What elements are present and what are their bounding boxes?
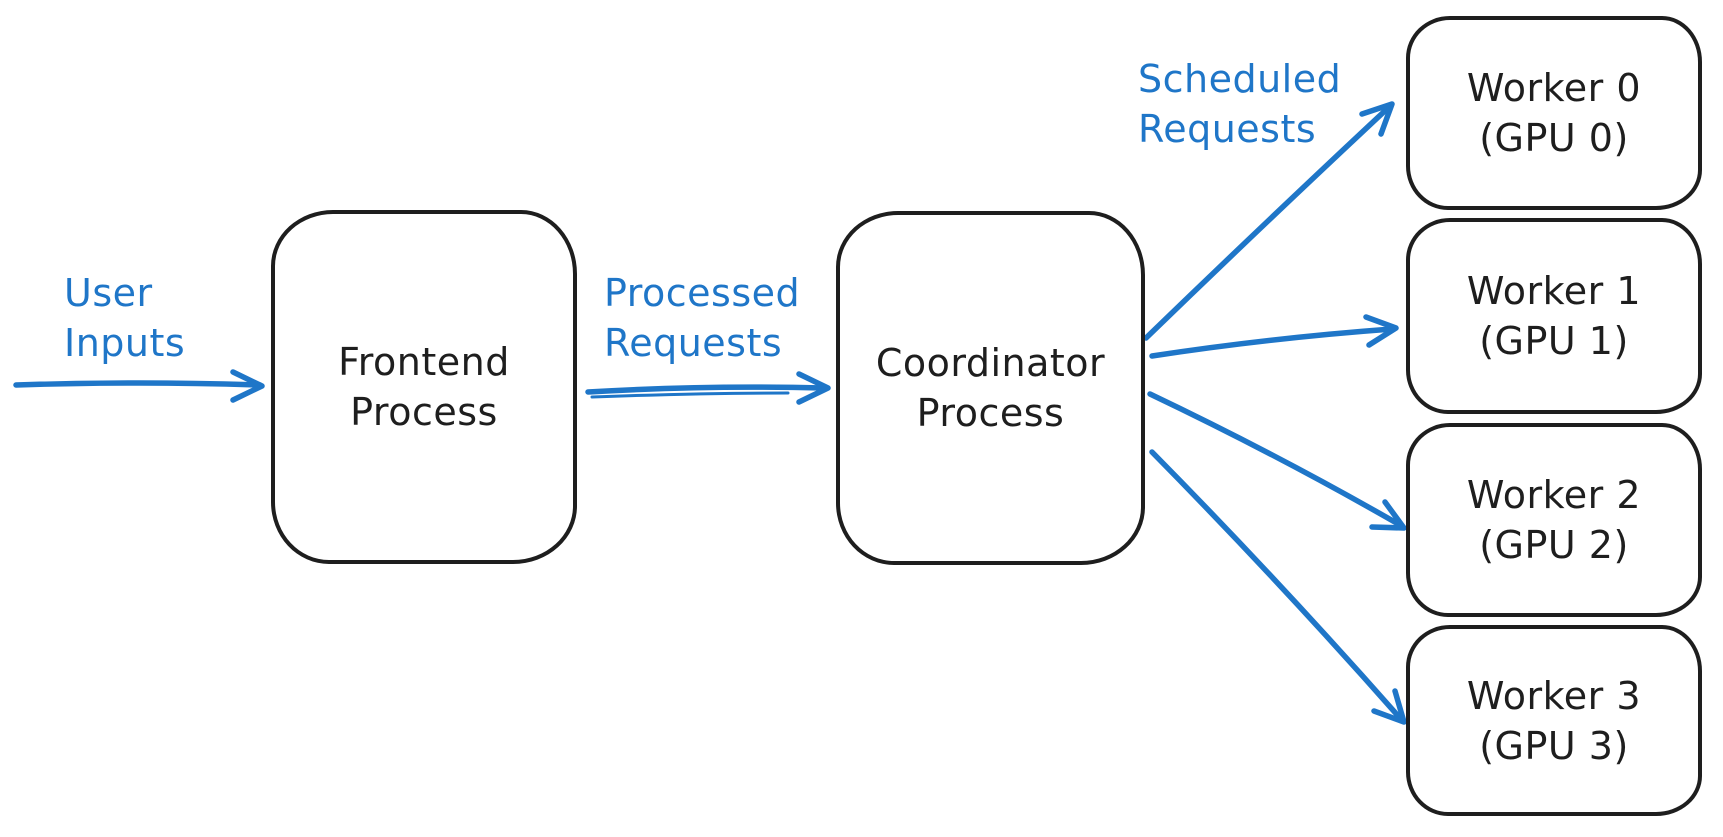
node-frontend-line2: Process [350,390,498,434]
label-processed-requests-line2: Requests [604,321,783,365]
node-worker0-line2: (GPU 0) [1479,116,1629,160]
node-worker-3: Worker 3 (GPU 3) [1406,625,1702,816]
label-user-inputs-line1: User [64,271,153,315]
label-user-inputs-line2: Inputs [64,321,186,365]
node-frontend-line1: Frontend [338,340,510,384]
node-worker-2: Worker 2 (GPU 2) [1406,423,1702,617]
arrow-user-inputs [13,369,265,403]
node-worker2-line1: Worker 2 [1466,473,1642,517]
node-worker3-line2: (GPU 3) [1479,723,1629,768]
node-worker1-line1: Worker 1 [1466,269,1642,313]
node-worker0-line1: Worker 0 [1466,66,1642,110]
node-worker3-line1: Worker 3 [1466,673,1642,718]
node-coordinator-process: Coordinator Process [836,211,1145,565]
arrow-scheduled-worker2 [1147,391,1407,531]
label-processed-requests-line1: Processed [604,271,801,315]
node-worker1-line2: (GPU 1) [1479,319,1629,363]
node-worker-0: Worker 0 (GPU 0) [1406,16,1702,210]
label-processed-requests: Processed Requests [604,268,800,368]
label-scheduled-requests-line2: Requests [1138,107,1317,151]
label-user-inputs: User Inputs [64,268,185,368]
node-frontend-process: Frontend Process [271,210,577,564]
label-scheduled-requests-line1: Scheduled [1138,57,1342,101]
node-coordinator-line1: Coordinator [875,341,1106,385]
node-worker-1: Worker 1 (GPU 1) [1406,218,1702,414]
arrow-scheduled-worker1 [1149,314,1399,359]
label-scheduled-requests: Scheduled Requests [1138,54,1341,154]
arrow-scheduled-worker3 [1149,449,1407,725]
node-coordinator-line2: Process [916,391,1065,435]
arrow-processed-requests [585,371,831,405]
node-worker2-line2: (GPU 2) [1479,523,1629,567]
